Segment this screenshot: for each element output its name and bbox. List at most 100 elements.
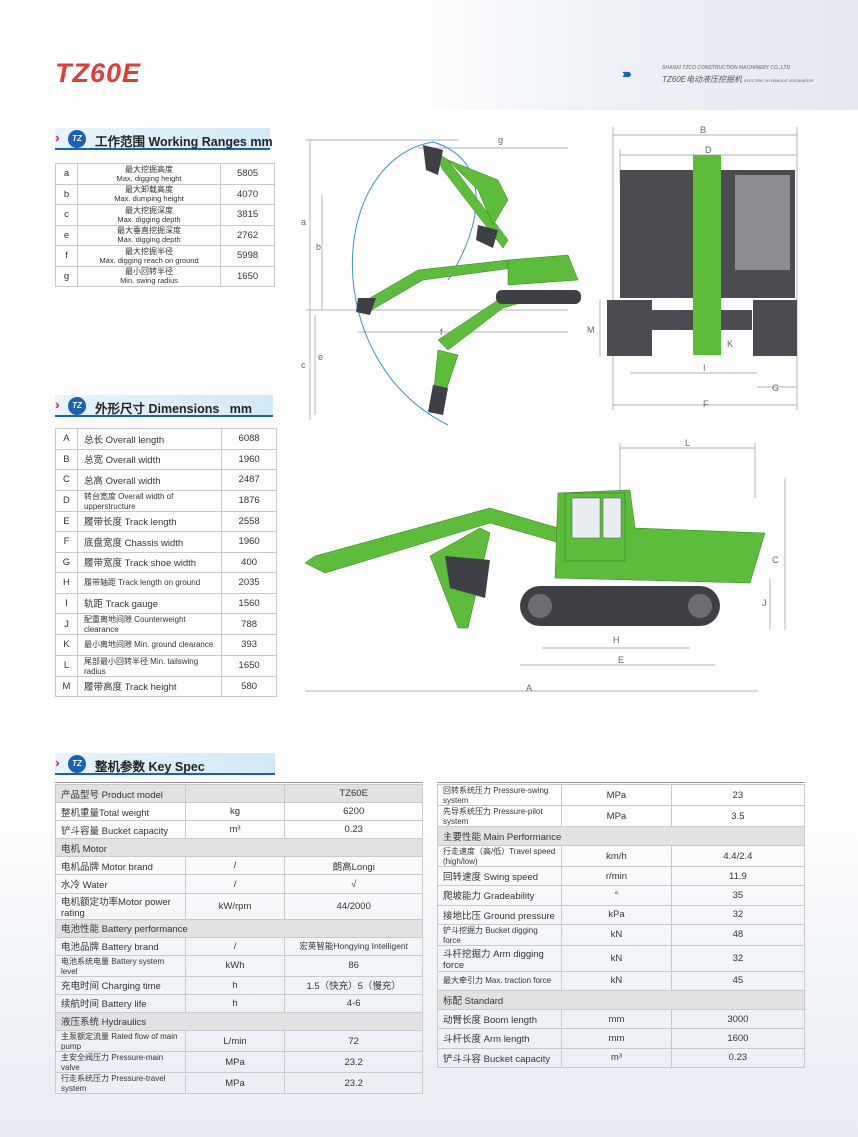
dim-label: B bbox=[700, 125, 706, 135]
row-value: 4070 bbox=[220, 183, 275, 205]
row-letter: M bbox=[55, 675, 78, 697]
logo-icon: TZ bbox=[68, 397, 86, 415]
row-value: 1650 bbox=[220, 265, 275, 287]
row-letter: L bbox=[55, 654, 78, 677]
row-name: 总高 Overall width bbox=[76, 469, 223, 491]
row-letter: K bbox=[55, 634, 78, 656]
spec-name: 主安全阀压力 Pressure-main valve bbox=[55, 1051, 186, 1074]
row-letter: G bbox=[55, 551, 78, 573]
spec-name: 动臂长度 Boom length bbox=[436, 1009, 563, 1030]
spec-value: TZ60E bbox=[284, 783, 423, 804]
row-name: 底盘宽度 Chassis width bbox=[76, 531, 223, 553]
dim-label: c bbox=[301, 360, 306, 370]
row-letter: g bbox=[55, 265, 78, 287]
row-name: 总宽 Overall width bbox=[76, 448, 223, 470]
side-view-diagram: L C J H E A bbox=[304, 438, 786, 693]
spec-value: 1600 bbox=[670, 1028, 806, 1049]
row-name-cn: 最小回转半径 bbox=[125, 267, 174, 277]
row-name: 履带宽度 Track shoe width bbox=[76, 551, 223, 573]
working-ranges-header: ›› TZ 工作范围 Working Ranges mm bbox=[55, 128, 273, 150]
dim-label: H bbox=[613, 635, 620, 645]
header-band bbox=[0, 0, 858, 110]
spec-value: 0.23 bbox=[284, 820, 423, 840]
company-name-en: SHANXI TZCO CONSTRUCTION MACHINERY CO.,L… bbox=[662, 65, 791, 71]
spec-name: 接地比压 Ground pressure bbox=[436, 904, 563, 925]
row-value: 2762 bbox=[220, 224, 275, 246]
spec-value: 宏英智能Hongying Intelligent bbox=[284, 936, 423, 956]
logo-icon: TZ bbox=[68, 130, 86, 148]
spec-value: 23 bbox=[670, 784, 806, 806]
chevron-icon: ›› bbox=[55, 397, 58, 412]
spec-name: 整机重量Total weight bbox=[55, 802, 186, 822]
spec-value: 23.2 bbox=[284, 1072, 423, 1095]
row-name-cn: 最大卸载高度 bbox=[125, 185, 174, 195]
row-letter: f bbox=[55, 245, 78, 267]
row-name: 最小离地间隙 Min. ground clearance bbox=[76, 634, 223, 656]
spec-name: 电池系统电量 Battery system level bbox=[55, 954, 186, 977]
spec-unit: L/min bbox=[184, 1030, 286, 1053]
group-row: 标配 Standard bbox=[437, 989, 805, 1011]
row-name-en: Max. digging reach on ground bbox=[99, 255, 199, 265]
row-letter: D bbox=[55, 489, 78, 512]
spec-value: 45 bbox=[670, 970, 806, 991]
row-name-en: Max. dumping height bbox=[114, 194, 184, 204]
spec-value: 32 bbox=[670, 904, 806, 925]
spec-name: 铲斗容量 Bucket capacity bbox=[55, 820, 186, 840]
spec-unit: mm bbox=[561, 1028, 672, 1049]
row-name-cn: 最大挖掘深度 bbox=[125, 205, 174, 215]
spec-value: 23.2 bbox=[284, 1051, 423, 1074]
group-label: 电池性能 Battery performance bbox=[55, 918, 423, 938]
group-row: 电机 Motor bbox=[55, 838, 423, 858]
dim-label: F bbox=[703, 399, 709, 409]
spec-unit: r/min bbox=[561, 866, 672, 887]
dim-label: f bbox=[440, 327, 443, 337]
row-value: 2035 bbox=[221, 572, 277, 594]
spec-name: 先导系统压力 Pressure-pilot system bbox=[436, 805, 563, 827]
spec-value: 1.5（快充）5（慢充） bbox=[284, 975, 423, 995]
spec-name: 铲斗斗容 Bucket capacity bbox=[436, 1047, 563, 1068]
spec-unit: MPa bbox=[561, 805, 672, 827]
group-label: 液压系统 Hydraulics bbox=[55, 1011, 423, 1032]
spec-name: 爬坡能力 Gradeability bbox=[436, 885, 563, 906]
spec-name: 斗杆挖掘力 Arm digging force bbox=[436, 944, 563, 972]
row-value: 788 bbox=[221, 613, 277, 635]
spec-unit: MPa bbox=[561, 784, 672, 806]
spec-unit: ° bbox=[561, 885, 672, 906]
row-value: 5998 bbox=[220, 245, 275, 267]
spec-name: 主泵额定流量 Rated flow of main pump bbox=[55, 1030, 186, 1053]
row-letter: c bbox=[55, 204, 78, 226]
row-letter: I bbox=[55, 592, 78, 614]
chevron-icon: ››››› bbox=[622, 66, 632, 81]
row-name-cn: 最大挖掘半径 bbox=[125, 246, 174, 256]
spec-value: √ bbox=[284, 874, 423, 894]
company-name-cn: TZ60E电动液压挖掘机 ELECTRIC HYDRAULIC EXCAVATO… bbox=[662, 75, 814, 84]
dim-label: J bbox=[762, 598, 767, 608]
spec-value: 6200 bbox=[284, 802, 423, 822]
row-value: 6088 bbox=[221, 428, 277, 450]
table-row: 爬坡能力 Gradeability°35 bbox=[436, 885, 806, 906]
spec-name: 回转系统压力 Pressure-swing system bbox=[436, 784, 563, 806]
row-letter: J bbox=[55, 613, 78, 635]
spec-unit: kPa bbox=[561, 904, 672, 925]
spec-unit: h bbox=[184, 993, 286, 1013]
dimensions-header: ›› TZ 外形尺寸 Dimensions mm bbox=[55, 395, 273, 417]
row-letter: b bbox=[55, 183, 78, 205]
spec-value: 3000 bbox=[670, 1009, 806, 1030]
spec-value: 4.4/2.4 bbox=[670, 845, 806, 868]
